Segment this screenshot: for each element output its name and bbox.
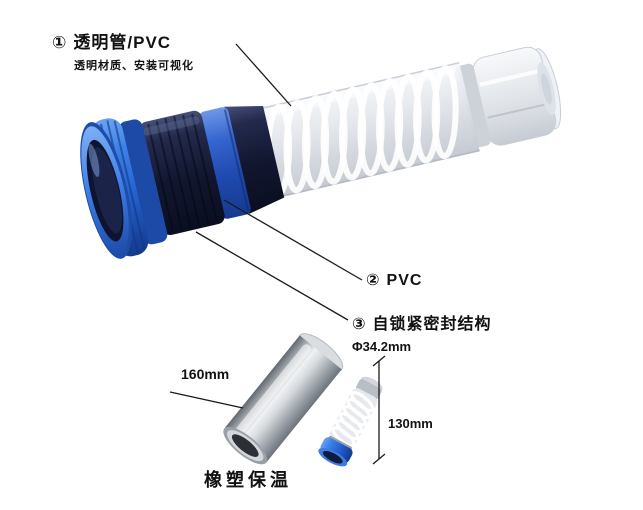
callout-3-title: 自锁紧密封结构 [372,316,492,333]
dimension-tube-length: 160mm [181,366,230,382]
pvc-taper [224,105,285,214]
blue-flange [80,118,168,259]
pvc-body [139,110,225,236]
callout-1-label: ① 透明管/PVC [52,28,171,53]
leader-line-3 [195,231,349,321]
callout-2-label: ② PVC [366,270,422,290]
transparent-tube [258,61,480,198]
dimension-spring-length: 130mm [388,416,433,431]
callout-3-label: ③ 自锁紧密封结构 [352,310,492,334]
callout-1-number: ① [52,33,68,52]
seal-ring [199,107,251,219]
leader-line-2 [223,199,363,281]
callout-1-title: 透明管/PVC [73,33,172,52]
annotation-lines [169,43,386,465]
leader-line-1 [235,43,292,107]
clear-fitting [458,46,562,148]
callout-2-title: PVC [386,272,423,289]
insulation-tube [223,333,344,465]
callout-3-number: ③ [352,316,367,333]
main-assembly [80,46,562,259]
product-caption: 橡塑保温 [204,470,292,490]
dim-line-160 [169,391,244,409]
dimension-diameter: Φ34.2mm [352,339,412,354]
dim-tick-bottom [372,453,386,465]
spring-insert [318,376,383,467]
callout-2-number: ② [366,272,381,289]
dim-tick-top [372,355,386,367]
callout-1-subtitle: 透明材质、安装可视化 [74,60,194,72]
